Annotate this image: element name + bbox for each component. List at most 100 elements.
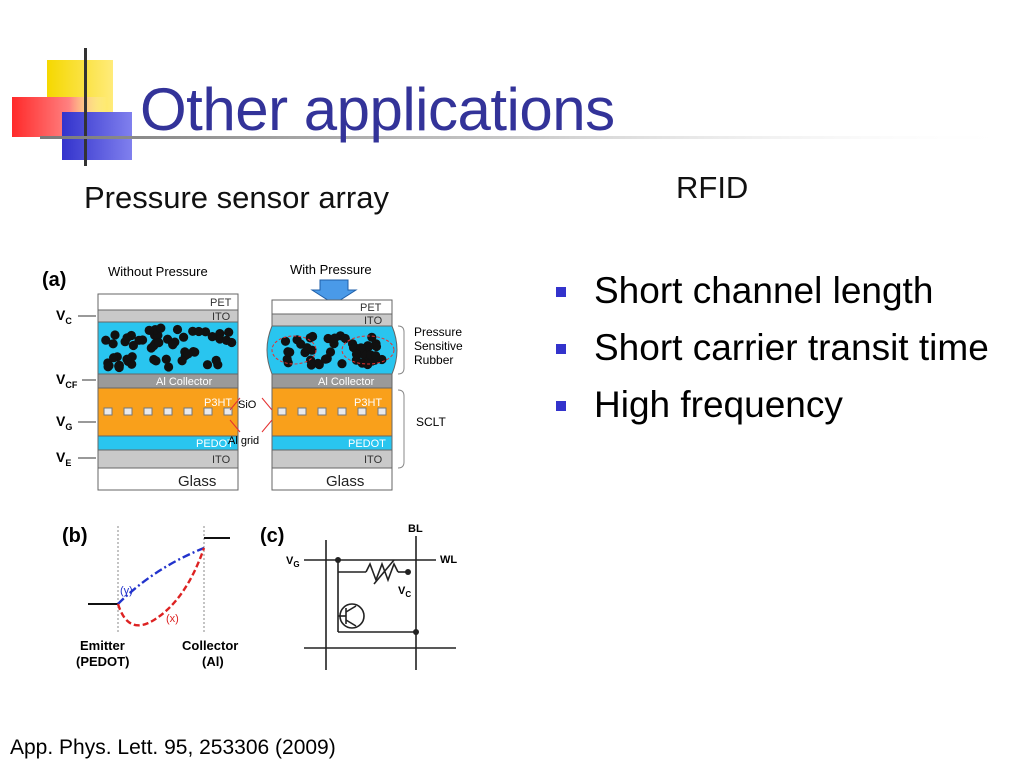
- particle: [110, 330, 120, 340]
- layer-glass-label: Glass: [178, 473, 216, 490]
- deco-vertical-line: [84, 48, 87, 166]
- particle: [122, 354, 132, 364]
- bullet-item: High frequency: [556, 382, 996, 428]
- sio-label: SiO: [238, 399, 257, 411]
- vg-label: VG: [56, 413, 72, 432]
- annotation-arrows: [229, 397, 273, 433]
- particle: [202, 360, 213, 370]
- pressure-arrow-icon: [310, 279, 358, 305]
- particle: [128, 340, 138, 351]
- particle: [356, 343, 366, 353]
- panel-a-label: (a): [42, 269, 66, 291]
- right-stack: PET ITO Al Collector P3HT PEDOT ITO Glas…: [266, 299, 398, 491]
- grid-square: [163, 407, 173, 416]
- particle: [156, 323, 166, 333]
- voltage-labels: VC VCF VG VE: [56, 307, 96, 468]
- grid-square: [317, 407, 327, 416]
- particle: [172, 324, 183, 335]
- particle: [164, 362, 174, 372]
- layer-p3ht-right: [271, 387, 393, 437]
- bl-label: BL: [408, 523, 423, 535]
- particle: [103, 362, 113, 372]
- grid-square: [357, 407, 367, 416]
- layer-ito-bottom-right-label: ITO: [364, 454, 383, 466]
- deco-horizontal-line: [40, 136, 1024, 139]
- wl-label: WL: [440, 554, 457, 566]
- curve-y: [117, 546, 205, 605]
- psr-label-3: Rubber: [414, 353, 453, 367]
- particle: [305, 333, 315, 343]
- layer-ito-top-label: ITO: [212, 311, 231, 323]
- particle: [154, 338, 164, 348]
- vg-label-c: VG: [286, 555, 300, 569]
- ve-label: VE: [56, 449, 71, 468]
- layer-ito-top-right-label: ITO: [364, 315, 383, 327]
- bullet-item: Short carrier transit time: [556, 325, 996, 371]
- bullet-text: High frequency: [594, 384, 843, 425]
- particle: [337, 359, 347, 369]
- particle: [351, 349, 362, 359]
- panel-a: (a) Without Pressure With Pressure PET I…: [42, 262, 463, 491]
- particle: [323, 333, 333, 344]
- particle: [168, 340, 178, 350]
- slide-title: Other applications: [140, 76, 615, 143]
- vcf-label: VCF: [56, 371, 78, 390]
- layer-pet-right-label: PET: [360, 302, 382, 314]
- compression-region-right: [341, 335, 395, 365]
- particle: [114, 361, 124, 371]
- citation-text: App. Phys. Lett. 95, 253306 (2009): [10, 736, 336, 759]
- al-grid-right: [277, 407, 387, 416]
- grid-square: [277, 407, 287, 416]
- sclt-bracket: [397, 389, 405, 469]
- al-grid: [103, 407, 233, 416]
- particle: [179, 332, 189, 342]
- curve-x: [116, 547, 206, 627]
- grid-square: [143, 407, 153, 416]
- particle: [151, 356, 161, 366]
- left-stack: PET ITO Al Collector P3HT PEDOT ITO Glas…: [97, 293, 239, 491]
- sclt-label: SCLT: [416, 415, 446, 429]
- layer-pedot-label: PEDOT: [196, 438, 234, 450]
- grid-square: [203, 407, 213, 416]
- bullet-item: Short channel length: [556, 268, 996, 314]
- particle: [320, 354, 331, 364]
- particle: [340, 333, 350, 344]
- particle: [207, 332, 217, 342]
- circuit: [304, 536, 456, 670]
- particle: [330, 333, 340, 343]
- particle: [144, 325, 154, 335]
- grid-square: [183, 407, 193, 416]
- particle: [280, 336, 291, 346]
- particle: [161, 354, 171, 364]
- bullet-square-icon: [556, 344, 566, 354]
- layer-al-collector-right-label: Al Collector: [318, 376, 375, 388]
- grid-square: [223, 407, 233, 416]
- conductive-particles: [101, 323, 237, 373]
- panel-c: (c) BL WL VG VC: [260, 523, 457, 670]
- particle: [224, 327, 234, 337]
- particle: [122, 333, 132, 343]
- particle: [194, 326, 204, 337]
- grid-square: [337, 407, 347, 416]
- particle: [363, 359, 373, 370]
- psr-bracket: [397, 325, 405, 375]
- title-decoration: [12, 48, 1024, 166]
- particle: [211, 355, 221, 365]
- particle: [285, 347, 295, 357]
- grid-square: [297, 407, 307, 416]
- compression-region-left: [271, 335, 317, 365]
- particle: [302, 343, 312, 353]
- particle: [183, 349, 193, 359]
- particle: [177, 356, 187, 366]
- particle: [200, 327, 211, 337]
- particle: [292, 335, 302, 345]
- layer-pet-label: PET: [210, 297, 232, 309]
- layer-ito-bottom-label: ITO: [212, 454, 231, 466]
- particle: [306, 360, 316, 370]
- psr-label-1: Pressure: [414, 325, 462, 339]
- collector-label: Collector: [182, 638, 238, 653]
- emitter-label: Emitter: [80, 638, 125, 653]
- with-pressure-label: With Pressure: [290, 262, 372, 277]
- curve-y-label: (y): [120, 585, 133, 597]
- particle: [364, 341, 374, 352]
